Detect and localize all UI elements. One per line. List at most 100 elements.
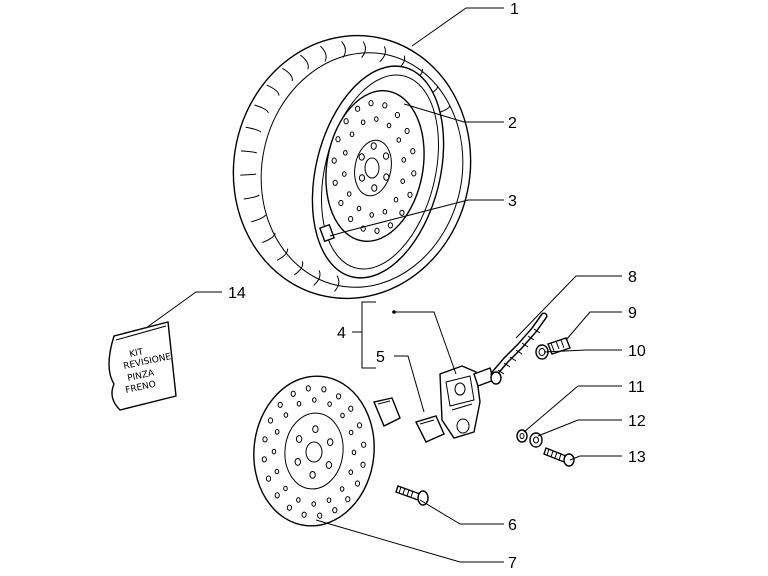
callout-1: 1 [510,1,519,18]
disc-hole [348,215,354,223]
disc-hole [407,191,413,198]
disc-hole [358,174,366,182]
disc-hole [374,116,379,122]
disc-hole [294,458,301,466]
tire-valve [319,223,345,243]
tread-block [245,126,262,133]
brake-hose [490,312,548,385]
disc-hole [351,449,357,456]
brake-caliper [439,365,495,439]
leader-lines [145,7,622,563]
callout-9: 9 [628,305,637,322]
tread-block [276,248,289,261]
disc-hole [265,475,272,482]
disc-hole [383,173,390,181]
disc-hole [382,102,388,109]
disc-hole [327,401,332,407]
disc-hole [411,170,417,177]
disc-hole [342,171,347,177]
disc-hole [336,393,342,400]
tread-block [313,270,321,286]
disc-hole [286,504,292,511]
tread-block [300,54,309,70]
disc-hole [283,412,289,418]
disc-hole [283,485,288,492]
disc-hole [360,461,366,468]
disc-hole [343,118,349,125]
brake-disc [253,375,375,527]
disc-hole [386,122,392,129]
disc-hole [348,429,354,436]
disc-hole [343,150,348,156]
disc-hole [274,429,280,435]
brake-pads [373,397,445,443]
callout-2: 2 [508,115,517,132]
tread-block [361,41,366,58]
disc-hole [305,385,311,392]
disc-hole [327,438,334,447]
tread-block [254,104,269,114]
callout-7: 7 [508,555,517,572]
callout-3: 3 [508,193,517,210]
tread-block [243,194,260,200]
disc-hole [339,486,345,492]
disc-hole [274,468,280,475]
disc-hole [356,422,363,429]
tread-block [379,46,386,63]
callout-4: 4 [337,325,346,342]
disc-hole [382,208,388,215]
disc-hole [312,425,319,434]
disc-hole [309,471,316,479]
disc-hole [400,178,406,184]
callout-8: 8 [628,269,637,286]
disc-hole [349,131,355,138]
disc-hole [274,492,280,499]
disc-hole [332,179,338,186]
disc-hole [348,469,354,476]
tread-block [250,214,266,223]
tread-block [262,232,276,243]
disc-hole [382,152,390,160]
tread-block [282,67,293,81]
disc-hole [360,119,366,126]
disc-hole [331,157,337,164]
tread-block [293,261,304,276]
disc-hole [332,507,338,514]
callout-10: 10 [628,343,646,360]
wheel-disc-holes [331,100,417,234]
disc-hole [296,497,301,503]
disc-hole [271,448,277,455]
disc-hole [301,511,307,518]
disc-hole [346,191,352,197]
disc-hole [404,127,410,135]
callout-12: 12 [628,413,646,430]
wheel-assembly [232,34,472,300]
disc-hole [296,401,302,407]
disc-hole [393,196,399,203]
kit-label-line1: KIT [129,347,145,360]
disc-hole [290,390,296,397]
tread-block [320,45,327,62]
callout-5: 5 [376,349,385,366]
union-bolt [535,337,571,360]
disc-hole [371,184,378,192]
disc-hole [335,136,341,143]
callout-numbers: 1 2 3 4 5 6 7 8 9 10 11 12 13 14 [228,1,646,572]
callout-14: 14 [228,285,246,302]
disc-hole [267,417,274,424]
disc-hole [325,461,333,469]
disc-hole [295,435,303,443]
disc-hole [321,386,327,393]
callout-11: 11 [628,379,645,396]
disc-hole [356,205,362,212]
disc-hole [317,512,323,519]
disc-hole [396,137,402,143]
brake-disc-holes [261,385,367,519]
disc-hole [368,100,374,107]
disc-hole [401,157,407,163]
disc-hole [394,111,400,119]
tread-block [240,173,257,176]
disc-hole [340,412,345,419]
caliper-washers [516,429,543,448]
